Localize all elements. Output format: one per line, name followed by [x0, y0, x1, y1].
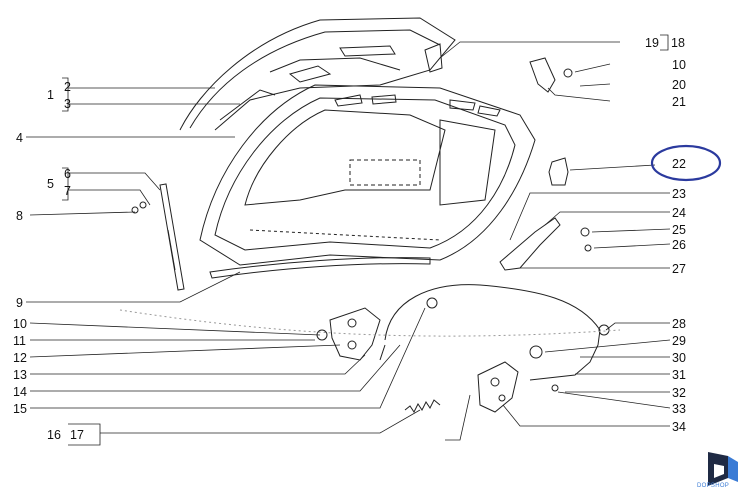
- label-34: 34: [672, 420, 686, 434]
- hood-inner-panel: [199, 84, 536, 266]
- highlight-circle: [650, 144, 722, 182]
- label-23: 23: [672, 187, 686, 201]
- label-10: 10: [13, 317, 27, 331]
- label-33: 33: [672, 402, 686, 416]
- label-28: 28: [672, 317, 686, 331]
- label-6: 6: [64, 167, 71, 181]
- rubber-buffer: [548, 157, 569, 186]
- hood-outer-panel: [179, 17, 456, 131]
- label-30: 30: [672, 351, 686, 365]
- hood-latch: [477, 361, 519, 413]
- label-32: 32: [672, 386, 686, 400]
- label-27: 27: [672, 262, 686, 276]
- label-14: 14: [13, 385, 27, 399]
- stop-bracket: [529, 57, 556, 93]
- hood-hinge: [329, 307, 381, 361]
- release-cable: [384, 284, 601, 381]
- label-9: 9: [16, 296, 23, 310]
- label-16: 16: [47, 428, 61, 442]
- gas-strut: [159, 183, 185, 291]
- label-19: 19: [645, 36, 659, 50]
- label-18: 18: [671, 36, 685, 50]
- label-2: 2: [64, 80, 71, 94]
- safety-catch: [499, 217, 561, 271]
- label-3: 3: [64, 97, 71, 111]
- label-20: 20: [672, 78, 686, 92]
- label-26: 26: [672, 238, 686, 252]
- label-13: 13: [13, 368, 27, 382]
- weather-strip: [209, 257, 431, 279]
- label-17: 17: [70, 428, 84, 442]
- label-5: 5: [47, 177, 54, 191]
- latch-spring: [404, 399, 441, 413]
- label-7: 7: [64, 184, 71, 198]
- brand-name: DOPSHOP: [697, 483, 730, 489]
- label-24: 24: [672, 206, 686, 220]
- label-8: 8: [16, 209, 23, 223]
- label-15: 15: [13, 402, 27, 416]
- label-4: 4: [16, 131, 23, 145]
- label-10-right: 10: [672, 58, 686, 72]
- label-31: 31: [672, 368, 686, 382]
- label-22: 22: [672, 157, 686, 171]
- label-1: 1: [47, 88, 54, 102]
- label-11: 11: [13, 334, 26, 348]
- dopshop-logo-icon: [708, 452, 738, 486]
- label-29: 29: [672, 334, 686, 348]
- label-21: 21: [672, 95, 686, 109]
- label-12: 12: [13, 351, 27, 365]
- label-25: 25: [672, 223, 686, 237]
